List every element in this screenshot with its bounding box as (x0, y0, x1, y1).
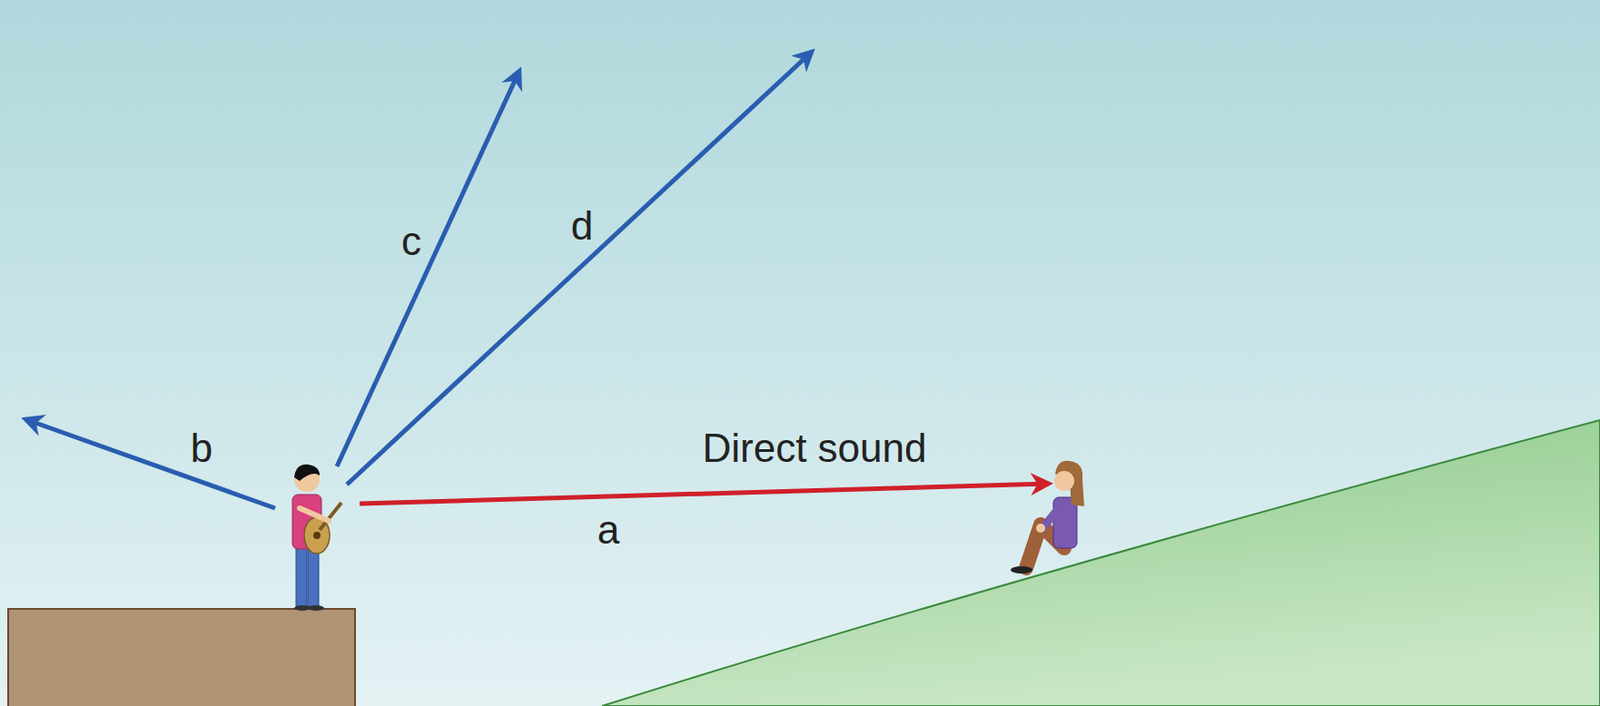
sound-rays (25, 51, 1049, 509)
listener (1010, 461, 1085, 574)
ray-letter: a (597, 510, 620, 551)
ray-letter: b (190, 428, 213, 469)
hill (602, 420, 1600, 706)
ray-title: Direct sound (701, 428, 927, 469)
ray-letter: c (401, 221, 422, 262)
ledge (8, 609, 356, 706)
guitarist (292, 464, 342, 612)
ray-letter: d (571, 206, 593, 247)
